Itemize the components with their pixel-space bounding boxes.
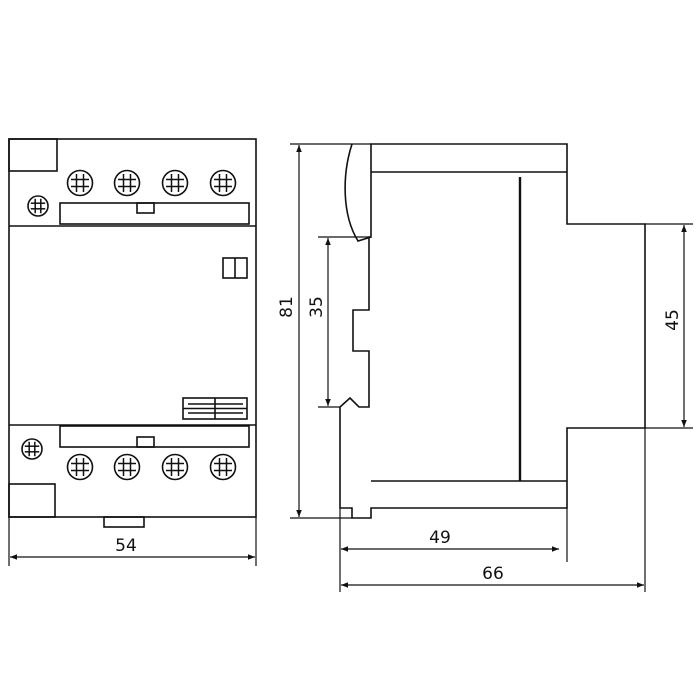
front-terminals: [21, 169, 237, 481]
side-view: [339, 143, 646, 519]
depth-dimension-label: 49: [429, 528, 451, 548]
width-dimension-label: 54: [115, 536, 137, 556]
width-dimension: [8, 517, 257, 566]
terminal-screw-top-4: [209, 169, 237, 197]
total-depth-dimension-label: 66: [482, 564, 504, 584]
terminal-screw-top-3: [161, 169, 189, 197]
height-dimension-label: 81: [277, 296, 297, 318]
terminal-screw-bottom-2: [113, 453, 141, 481]
bottom-corner-box: [8, 483, 56, 518]
front-view: [8, 138, 257, 528]
coil-screw-bottom: [21, 438, 43, 460]
side-profile-outline: [339, 143, 646, 519]
terminal-screw-bottom-3: [161, 453, 189, 481]
terminal-screw-top-2: [113, 169, 141, 197]
front-height-dimension-label: 45: [663, 309, 683, 331]
rail-dimension-label: 35: [307, 296, 327, 318]
din-clip-tab: [103, 516, 145, 528]
rail-dimension: [318, 236, 369, 408]
terminal-screw-top-1: [66, 169, 94, 197]
top-strip-tab: [136, 202, 155, 214]
total-depth-dimension: [341, 428, 646, 592]
terminal-screw-bottom-4: [209, 453, 237, 481]
terminal-screw-bottom-1: [66, 453, 94, 481]
front-height-dimension: [645, 223, 693, 429]
bottom-strip-tab: [136, 436, 155, 448]
top-clip-curve: [344, 143, 372, 242]
coil-screw-top: [27, 195, 49, 217]
depth-dimension: [339, 508, 568, 592]
height-dimension: [290, 143, 371, 519]
top-corner-box: [8, 138, 58, 172]
